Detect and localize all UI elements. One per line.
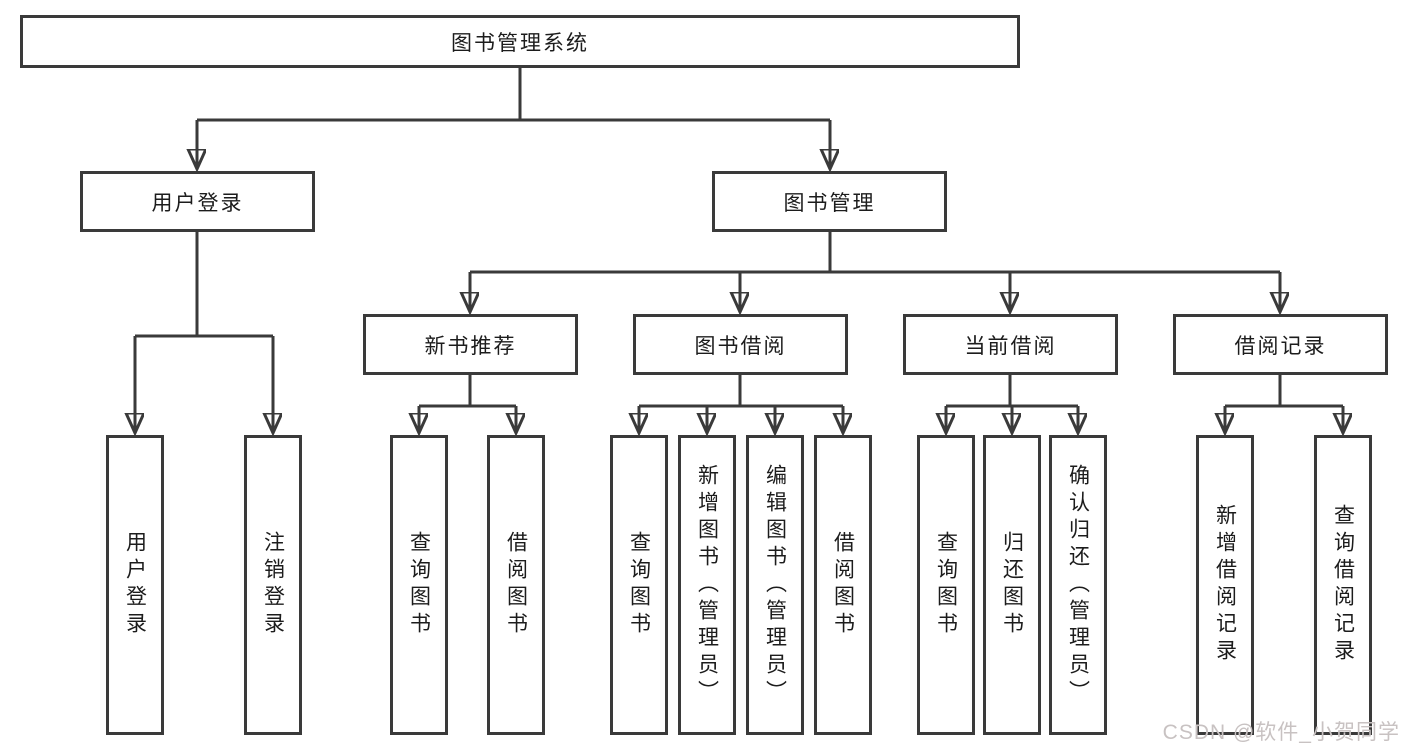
node-root: 图书管理系统 <box>20 15 1020 68</box>
leaf-br-query-record-label: 查询借阅记录 <box>1331 504 1355 666</box>
leaf-bb-add-books-admin: 新增图书（管理员） <box>678 435 736 735</box>
leaf-cb-query-books-label: 查询图书 <box>934 531 958 639</box>
connector-root-to-level2 <box>197 68 830 169</box>
node-new-book-recommend-label: 新书推荐 <box>424 334 517 358</box>
node-current-borrowing-label: 当前借阅 <box>964 334 1057 358</box>
leaf-nbr-query-books: 查询图书 <box>390 435 448 735</box>
node-new-book-recommend: 新书推荐 <box>363 314 578 375</box>
connector-current-borrowing-to-leaves <box>946 375 1078 433</box>
connector-borrowing-records-to-leaves <box>1225 375 1343 433</box>
leaf-bb-edit-books-admin-label: 编辑图书（管理员） <box>763 463 787 707</box>
leaf-br-query-record: 查询借阅记录 <box>1314 435 1372 735</box>
csdn-watermark: CSDN @软件_小贺同学 <box>1162 721 1400 744</box>
leaf-cb-confirm-return-admin-label: 确认归还（管理员） <box>1066 463 1090 707</box>
node-book-management-label: 图书管理 <box>783 191 876 215</box>
node-user-login: 用户登录 <box>80 171 315 232</box>
node-book-borrowing: 图书借阅 <box>633 314 848 375</box>
connector-new-book-recommend-to-leaves <box>419 375 516 433</box>
leaf-user-login-label: 用户登录 <box>123 531 147 639</box>
leaf-nbr-borrow-books: 借阅图书 <box>487 435 545 735</box>
leaf-br-add-record: 新增借阅记录 <box>1196 435 1254 735</box>
connector-user-login-to-leaves <box>135 232 273 433</box>
leaf-nbr-query-books-label: 查询图书 <box>407 531 431 639</box>
leaf-br-add-record-label: 新增借阅记录 <box>1213 504 1237 666</box>
leaf-cb-query-books: 查询图书 <box>917 435 975 735</box>
leaf-bb-borrow-books-label: 借阅图书 <box>831 531 855 639</box>
leaf-bb-query-books-label: 查询图书 <box>627 531 651 639</box>
leaf-cb-return-books: 归还图书 <box>983 435 1041 735</box>
node-book-borrowing-label: 图书借阅 <box>694 334 787 358</box>
connector-book-borrowing-to-leaves <box>639 375 843 433</box>
leaf-logout: 注销登录 <box>244 435 302 735</box>
node-borrowing-records-label: 借阅记录 <box>1234 334 1327 358</box>
leaf-user-login: 用户登录 <box>106 435 164 735</box>
leaf-cb-confirm-return-admin: 确认归还（管理员） <box>1049 435 1107 735</box>
leaf-nbr-borrow-books-label: 借阅图书 <box>504 531 528 639</box>
leaf-cb-return-books-label: 归还图书 <box>1000 531 1024 639</box>
leaf-bb-query-books: 查询图书 <box>610 435 668 735</box>
node-current-borrowing: 当前借阅 <box>903 314 1118 375</box>
connector-book-management-to-level3 <box>470 232 1280 312</box>
leaf-bb-borrow-books: 借阅图书 <box>814 435 872 735</box>
node-user-login-label: 用户登录 <box>151 191 244 215</box>
leaf-bb-edit-books-admin: 编辑图书（管理员） <box>746 435 804 735</box>
node-book-management: 图书管理 <box>712 171 947 232</box>
leaf-logout-label: 注销登录 <box>261 531 285 639</box>
leaf-bb-add-books-admin-label: 新增图书（管理员） <box>695 463 719 707</box>
node-root-label: 图书管理系统 <box>451 31 589 55</box>
node-borrowing-records: 借阅记录 <box>1173 314 1388 375</box>
